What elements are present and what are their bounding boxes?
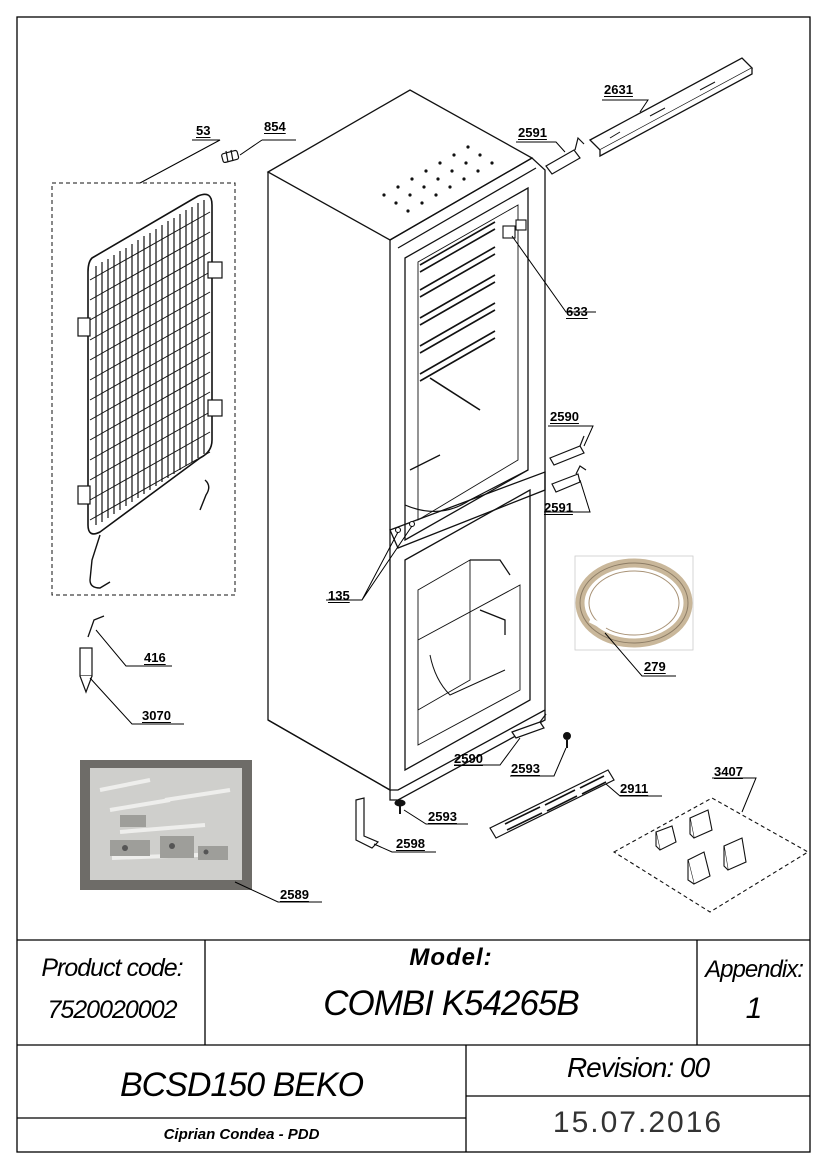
callout-2590-bottom: 2590 xyxy=(454,751,483,766)
callout-3070: 3070 xyxy=(142,708,171,723)
product-code-value: 7520020002 xyxy=(47,996,177,1024)
title-block-lines xyxy=(17,939,810,1152)
part-2598 xyxy=(355,797,380,849)
callout-416: 416 xyxy=(144,650,166,665)
author: Ciprian Condea - PDD xyxy=(163,1126,320,1143)
cabinet-body xyxy=(266,89,546,801)
leader-2598 xyxy=(373,843,436,853)
appendix-label: Appendix: xyxy=(705,956,804,983)
part-416 xyxy=(87,615,105,638)
leader-2593-upper xyxy=(510,747,567,777)
product-code-label: Product code: xyxy=(41,954,183,982)
callout-53: 53 xyxy=(196,123,211,138)
leader-2593-lower xyxy=(403,809,468,825)
part-854 xyxy=(221,149,240,164)
sheet-border xyxy=(16,16,811,1153)
callout-2593-upper: 2593 xyxy=(511,761,540,776)
leader-2590-right xyxy=(548,425,594,447)
part-2593-lower xyxy=(394,799,406,814)
part-2591-middle xyxy=(551,465,587,493)
callout-854: 854 xyxy=(264,119,286,134)
revision-date: 15.07.2016 xyxy=(552,1106,724,1139)
part-2590-bottom xyxy=(511,713,547,739)
part-2590-right xyxy=(549,435,585,466)
condenser-part xyxy=(51,182,236,596)
part-633 xyxy=(502,219,527,239)
model-label: Model: xyxy=(409,944,493,971)
part-2631 xyxy=(588,57,754,158)
part-135 xyxy=(394,520,416,534)
leader-633 xyxy=(511,235,596,313)
callout-2593-lower: 2593 xyxy=(428,809,457,824)
leader-2631 xyxy=(602,99,649,113)
callout-2590-right: 2590 xyxy=(550,409,579,424)
leader-2911 xyxy=(605,783,662,797)
callout-3407: 3407 xyxy=(714,764,743,779)
part-2593-upper xyxy=(563,732,571,748)
callout-633: 633 xyxy=(566,304,588,319)
part-2591-top xyxy=(545,136,585,175)
callout-2591-top: 2591 xyxy=(518,125,547,140)
part-2911-grill xyxy=(489,769,615,839)
part-2589-bag-photo xyxy=(80,760,252,890)
part-3070 xyxy=(79,647,93,694)
model-value: COMBI K54265B xyxy=(323,984,579,1023)
callout-2589: 2589 xyxy=(280,887,309,902)
leader-3070 xyxy=(89,677,184,725)
appendix-value: 1 xyxy=(745,992,763,1025)
leader-2590-bottom xyxy=(454,737,521,766)
leader-2591-top xyxy=(516,141,566,153)
leader-279 xyxy=(604,632,676,677)
callout-2598: 2598 xyxy=(396,836,425,851)
series-name: BCSD150 BEKO xyxy=(119,1066,364,1104)
leader-854 xyxy=(239,139,296,156)
callout-135: 135 xyxy=(328,588,350,603)
callout-2911: 2911 xyxy=(620,781,649,796)
leader-416 xyxy=(95,629,172,667)
callout-279: 279 xyxy=(644,659,666,674)
callout-2631: 2631 xyxy=(604,82,633,97)
leader-3407 xyxy=(712,777,757,813)
leader-2589 xyxy=(234,881,322,903)
revision: Revision: 00 xyxy=(566,1052,710,1083)
callout-2591-middle: 2591 xyxy=(544,500,573,515)
leader-2591-middle xyxy=(544,479,591,513)
leader-53 xyxy=(139,139,221,184)
part-3407-feet xyxy=(612,797,810,913)
part-279-ring-photo xyxy=(574,555,694,651)
leader-135 xyxy=(326,525,413,601)
